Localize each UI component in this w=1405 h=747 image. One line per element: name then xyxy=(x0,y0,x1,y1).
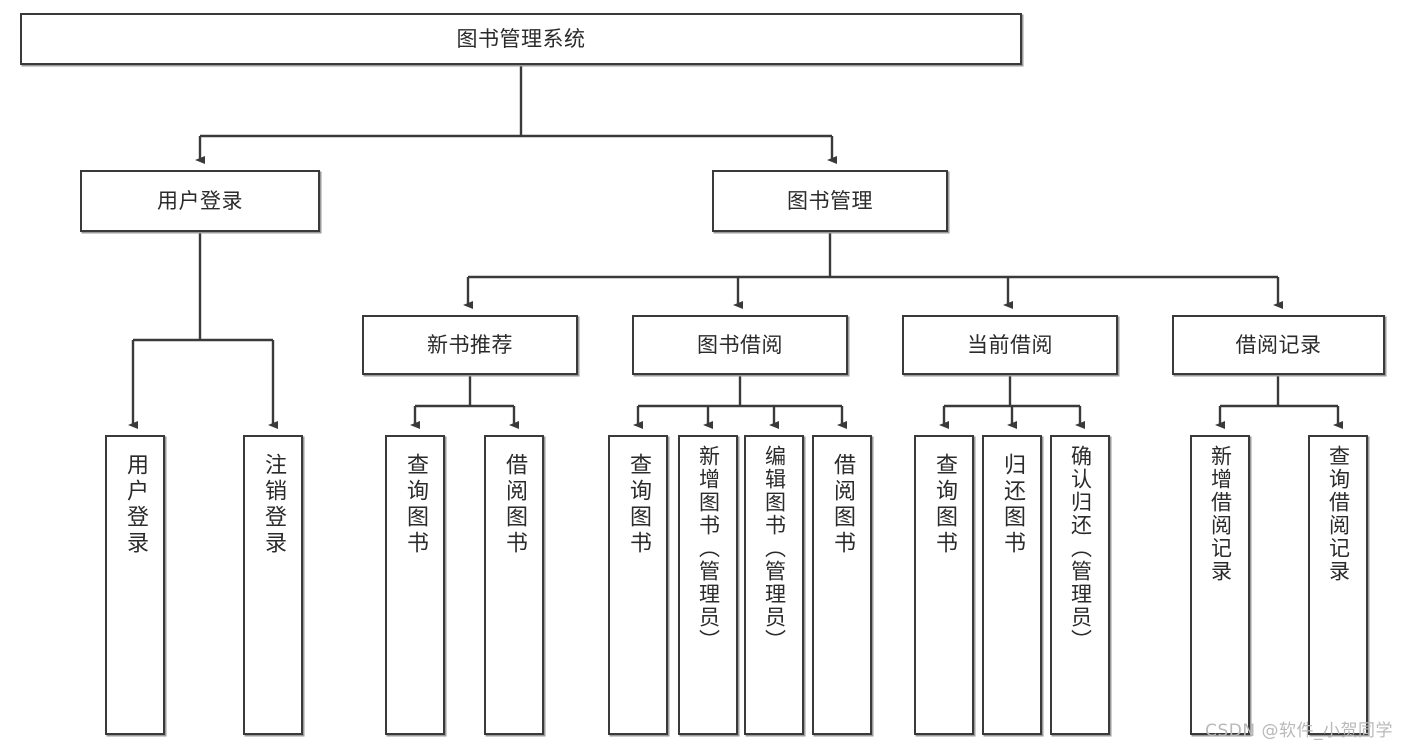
leaf-confirm-return-admin-label: 确认归还（管理员） xyxy=(1068,445,1093,652)
leaf-borrow-book-recommend-label: 借阅图书 xyxy=(502,453,527,557)
leaf-confirm-return-admin[interactable]: 确认归还（管理员） xyxy=(1050,435,1110,735)
node-new-book-recommend[interactable]: 新书推荐 xyxy=(362,315,578,375)
leaf-add-book-admin[interactable]: 新增图书（管理员） xyxy=(678,435,738,735)
node-borrow-record-label: 借阅记录 xyxy=(1235,332,1322,357)
leaf-query-book-recommend-label: 查询图书 xyxy=(403,453,428,557)
leaf-logout-label: 注销登录 xyxy=(261,453,286,557)
leaf-user-login-label: 用户登录 xyxy=(123,453,148,557)
leaf-query-book-borrow[interactable]: 查询图书 xyxy=(608,435,668,735)
leaf-query-book-recommend[interactable]: 查询图书 xyxy=(385,435,445,735)
leaf-query-borrow-record-label: 查询借阅记录 xyxy=(1326,445,1351,583)
leaf-return-book[interactable]: 归还图书 xyxy=(982,435,1042,735)
node-new-book-recommend-label: 新书推荐 xyxy=(427,332,513,357)
leaf-query-borrow-record[interactable]: 查询借阅记录 xyxy=(1308,435,1368,735)
leaf-query-book-current-label: 查询图书 xyxy=(932,453,957,557)
node-user-login-label: 用户登录 xyxy=(157,188,243,213)
leaf-query-book-borrow-label: 查询图书 xyxy=(626,453,651,557)
node-user-login[interactable]: 用户登录 xyxy=(80,170,320,232)
watermark: CSDN @软件_小贺同学 xyxy=(1205,721,1393,741)
node-current-borrow[interactable]: 当前借阅 xyxy=(902,315,1118,375)
leaf-query-book-current[interactable]: 查询图书 xyxy=(914,435,974,735)
leaf-edit-book-admin-label: 编辑图书（管理员） xyxy=(762,445,787,652)
leaf-borrow-book-label: 借阅图书 xyxy=(830,453,855,557)
leaf-add-book-admin-label: 新增图书（管理员） xyxy=(696,445,721,652)
node-book-management[interactable]: 图书管理 xyxy=(712,170,948,232)
node-book-borrow[interactable]: 图书借阅 xyxy=(632,315,848,375)
node-root[interactable]: 图书管理系统 xyxy=(20,13,1022,65)
leaf-user-login[interactable]: 用户登录 xyxy=(105,435,165,735)
node-borrow-record[interactable]: 借阅记录 xyxy=(1172,315,1385,375)
leaf-borrow-book-recommend[interactable]: 借阅图书 xyxy=(484,435,544,735)
leaf-edit-book-admin[interactable]: 编辑图书（管理员） xyxy=(744,435,804,735)
node-current-borrow-label: 当前借阅 xyxy=(967,332,1053,357)
leaf-return-book-label: 归还图书 xyxy=(1000,453,1025,557)
node-root-label: 图书管理系统 xyxy=(456,26,586,51)
node-book-borrow-label: 图书借阅 xyxy=(697,332,783,357)
leaf-add-borrow-record-label: 新增借阅记录 xyxy=(1208,445,1233,583)
leaf-logout[interactable]: 注销登录 xyxy=(243,435,303,735)
leaf-borrow-book[interactable]: 借阅图书 xyxy=(812,435,872,735)
node-book-management-label: 图书管理 xyxy=(787,188,873,213)
leaf-add-borrow-record[interactable]: 新增借阅记录 xyxy=(1190,435,1250,735)
